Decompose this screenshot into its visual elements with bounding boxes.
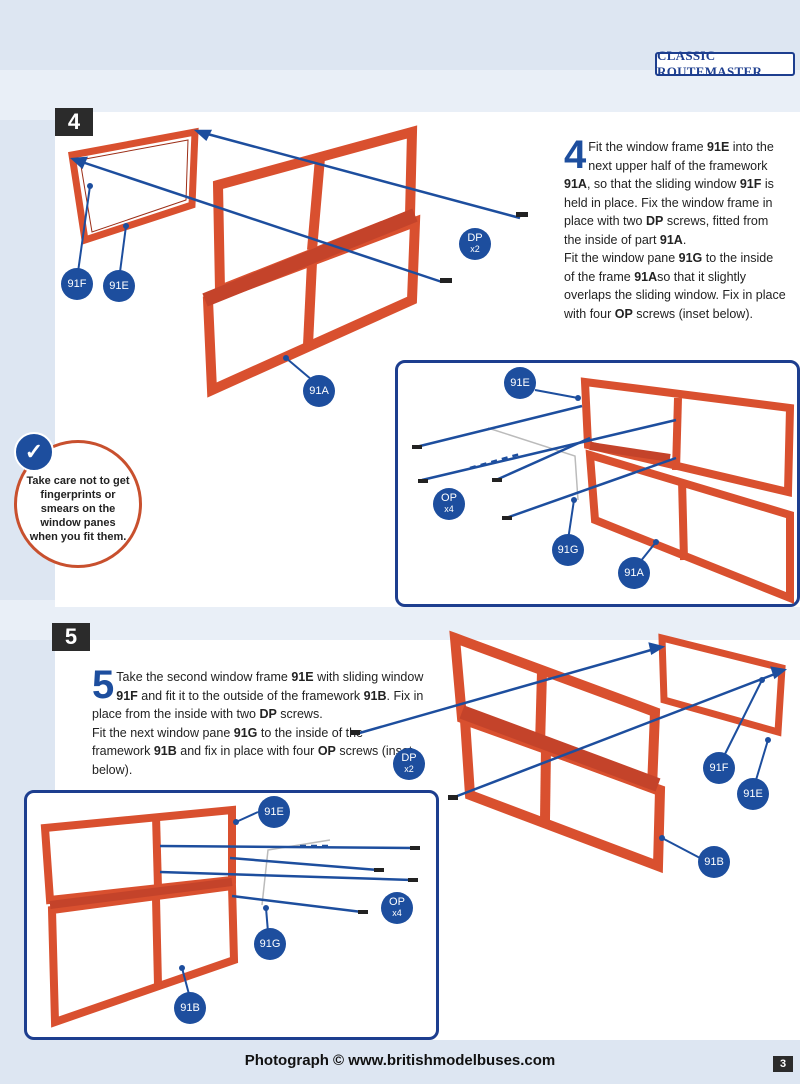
inset4-label-91g: 91G — [552, 534, 584, 566]
frame-91e-step5 — [658, 633, 786, 737]
label-91b-step5: 91B — [698, 846, 730, 878]
label-91f-step5: 91F — [703, 752, 735, 784]
inset5-frame-lower — [47, 881, 239, 1028]
page-number: 3 — [773, 1056, 793, 1072]
label-91f-step4: 91F — [61, 268, 93, 300]
step4-number: 4 — [55, 108, 93, 136]
inset4-label-91a: 91A — [618, 557, 650, 589]
frame-91e-step4 — [68, 127, 199, 245]
inset-frame-upper — [580, 377, 795, 498]
background-stripe — [0, 70, 800, 120]
inset5-frame-upper — [40, 805, 236, 905]
inset5-label-91e: 91E — [258, 796, 290, 828]
inset5-label-91g: 91G — [254, 928, 286, 960]
label-91a-step4: 91A — [303, 375, 335, 407]
step5-number: 5 — [52, 623, 90, 651]
inset4-label-91e: 91E — [504, 367, 536, 399]
step4-big-digit: 4 — [564, 133, 587, 177]
inset-frame-lower — [585, 449, 794, 604]
checkmark-icon: ✓ — [14, 432, 54, 472]
photo-credit: Photograph © www.britishmodelbuses.com — [244, 1052, 556, 1069]
label-91e-step5: 91E — [737, 778, 769, 810]
dp-screw — [440, 278, 452, 283]
dp-screw — [516, 212, 528, 217]
label-91e-step4: 91E — [103, 270, 135, 302]
inset5-label-91b: 91B — [174, 992, 206, 1024]
tip-callout: Take care not to get fingerprints or sme… — [14, 440, 142, 568]
series-title-badge: CLASSIC ROUTEMASTER — [655, 48, 795, 79]
step5-big-digit: 5 — [92, 663, 115, 707]
